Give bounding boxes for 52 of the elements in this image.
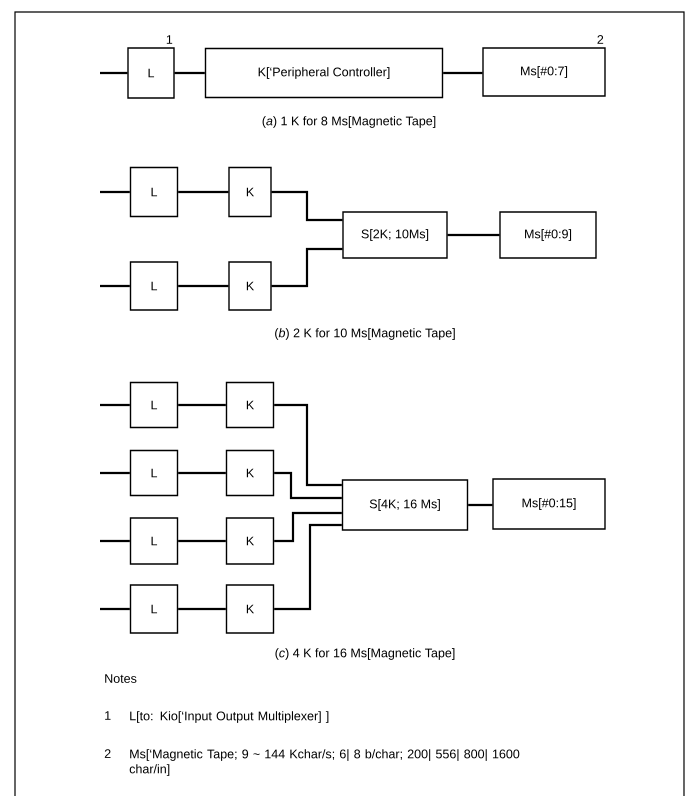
connector-line xyxy=(443,72,482,74)
connector-line xyxy=(100,284,130,288)
connector-line xyxy=(178,284,228,288)
callout-number: 2 xyxy=(597,35,604,44)
connector-line xyxy=(174,72,205,74)
connector-line xyxy=(100,190,130,194)
block-box: K xyxy=(228,166,272,218)
block-box: L xyxy=(130,450,178,496)
block-box: K xyxy=(226,450,274,496)
caption: (b) 2 K for 10 Ms[Magnetic Tape] xyxy=(275,328,455,340)
block-box: L xyxy=(130,166,178,218)
block-box: S[4K; 16 Ms] xyxy=(342,479,468,531)
block-box: L xyxy=(130,517,178,565)
callout-number: 1 xyxy=(166,35,172,44)
connector-line xyxy=(274,472,342,500)
caption: (a) 1 K for 8 Ms[Magnetic Tape] xyxy=(262,116,436,128)
connector-line xyxy=(274,524,342,610)
connector-line xyxy=(100,608,130,610)
block-box: S[2K; 10Ms] xyxy=(342,211,448,259)
connector-line xyxy=(272,248,342,288)
connector-line xyxy=(178,404,226,406)
connector-line xyxy=(274,512,342,542)
notes-heading: Notes xyxy=(105,674,136,683)
connector-line xyxy=(100,540,130,542)
connector-line xyxy=(178,608,226,610)
note-text: L[to: Kio[‘Input Output Multiplexer] ] xyxy=(130,711,328,723)
connector-line xyxy=(178,190,228,194)
block-box: L xyxy=(130,382,178,428)
block-box: K xyxy=(226,517,274,565)
block-box: K xyxy=(226,584,274,634)
caption: (c) 4 K for 16 Ms[Magnetic Tape] xyxy=(275,648,454,660)
block-box: L xyxy=(130,584,178,634)
connector-line xyxy=(272,190,342,222)
block-box: K xyxy=(228,261,272,311)
connector-line xyxy=(100,472,130,474)
block-box: K[‘Peripheral Controller] xyxy=(204,48,444,98)
connector-line xyxy=(448,234,500,236)
note-text: Ms[‘Magnetic Tape; 9 ~ 144 Kchar/s; 6| 8 b/char; 200| 556| 800| 1600 char/in] xyxy=(130,749,520,776)
connector-line xyxy=(468,504,492,506)
block-box: Ms[#0:9] xyxy=(499,211,597,259)
note-number: 2 xyxy=(104,749,111,758)
connector-line xyxy=(100,72,128,74)
connector-line xyxy=(100,404,130,406)
connector-line xyxy=(178,472,226,474)
block-box: L xyxy=(127,47,175,99)
block-box: Ms[#0:15] xyxy=(492,478,606,530)
connector-line xyxy=(274,404,342,486)
block-box: L xyxy=(130,261,178,311)
block-box: K xyxy=(226,382,274,428)
connector-line xyxy=(178,540,226,542)
block-box: Ms[#0:7] xyxy=(482,47,606,97)
note-number: 1 xyxy=(105,711,111,720)
